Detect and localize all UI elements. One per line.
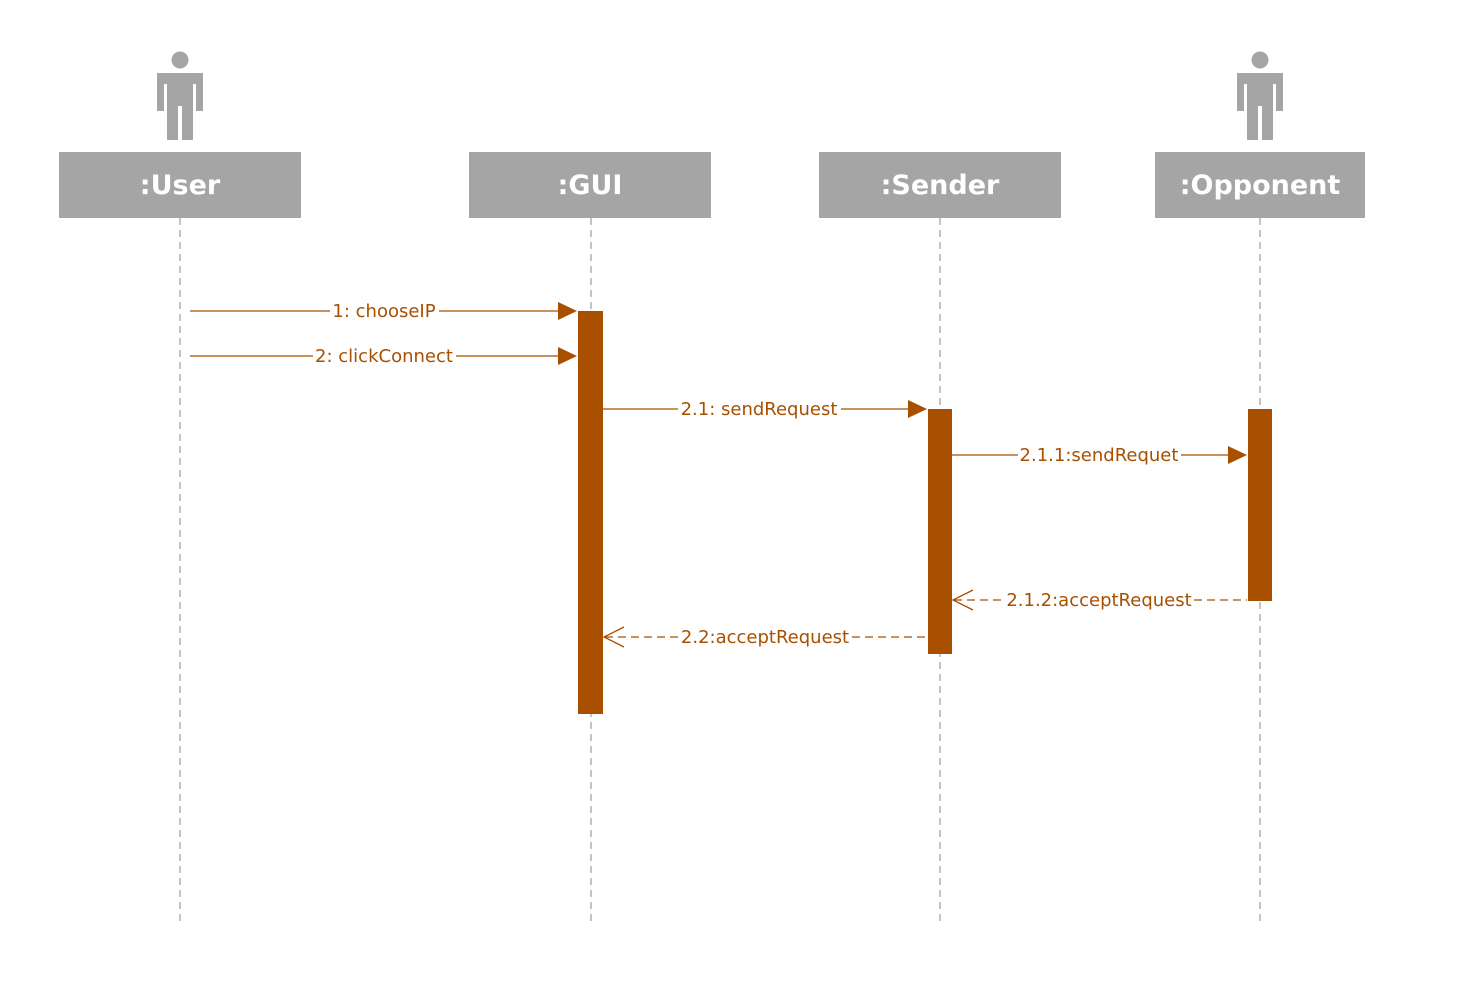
participant-box <box>59 152 301 218</box>
message-label: 2.1.1:sendRequet <box>1020 445 1179 466</box>
message-accept-request-opponent: 2.1.2:acceptRequest <box>951 589 1247 611</box>
arrowhead-filled <box>558 302 577 320</box>
participant-label: :Opponent <box>1180 170 1341 201</box>
participant-label: :User <box>140 170 221 201</box>
activation-bars <box>578 311 1272 714</box>
message-click-connect: 2: clickConnect <box>190 346 577 367</box>
message-send-requet: 2.1.1:sendRequet <box>952 445 1247 466</box>
arrowhead-filled <box>558 347 577 365</box>
activation-bar-gui <box>578 311 603 714</box>
participant-sender: :Sender <box>819 152 1061 218</box>
activation-bar-sender <box>928 409 952 654</box>
participant-user: :User <box>59 152 301 218</box>
arrowhead-filled <box>1228 446 1247 464</box>
lifelines <box>179 218 1261 922</box>
message-choose-ip: 1: chooseIP <box>190 301 577 322</box>
message-accept-request-sender: 2.2:acceptRequest <box>602 626 927 648</box>
actor-icon-opponent <box>1237 51 1283 140</box>
message-label: 2.1.2:acceptRequest <box>1006 590 1191 611</box>
participant-box <box>1155 152 1365 218</box>
message-label: 2.2:acceptRequest <box>681 627 849 648</box>
participant-label: :Sender <box>881 170 1000 201</box>
message-label: 2: clickConnect <box>315 346 453 367</box>
message-send-request: 2.1: sendRequest <box>603 399 927 420</box>
participant-box <box>469 152 711 218</box>
participant-opponent: :Opponent <box>1155 152 1365 218</box>
participant-gui: :GUI <box>469 152 711 218</box>
arrowhead-open <box>951 589 974 611</box>
participant-box <box>819 152 1061 218</box>
activation-bar-opponent <box>1248 409 1272 601</box>
message-label: 1: chooseIP <box>332 301 435 322</box>
arrowhead-open <box>602 626 625 648</box>
arrowhead-filled <box>908 400 927 418</box>
message-label: 2.1: sendRequest <box>681 399 838 420</box>
actor-icon-user <box>157 51 203 140</box>
participant-label: :GUI <box>558 170 623 201</box>
